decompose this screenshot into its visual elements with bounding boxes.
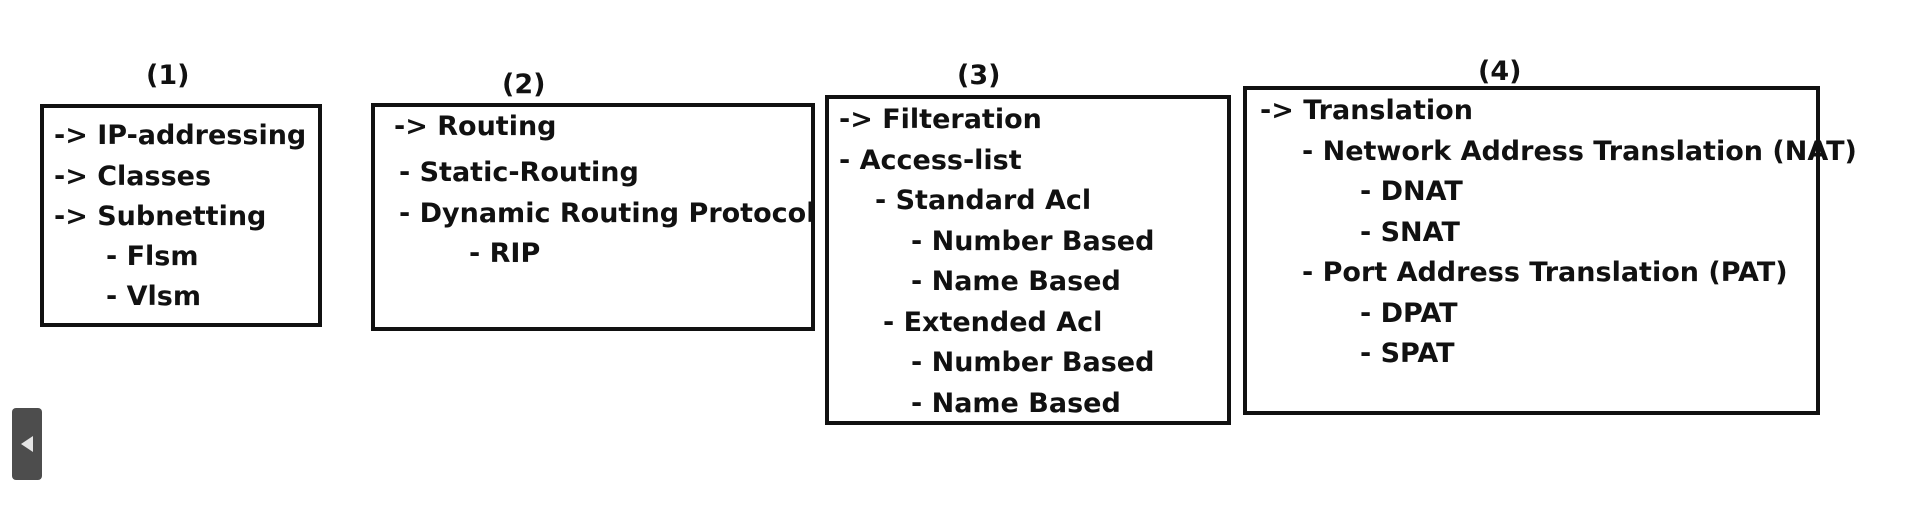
panel-3-number: (3) [957, 60, 1001, 91]
panel-2-box: -> Routing - Static-Routing - Dynamic Ro… [371, 103, 815, 331]
panel-1-box: -> IP-addressing -> Classes -> Subnettin… [40, 104, 322, 327]
panel-3-line-5: - Name Based [911, 266, 1121, 297]
panel-3-line-1: -> Filteration [839, 104, 1042, 135]
panel-1-line-4: - Flsm [106, 241, 199, 272]
panel-4-line-5: - Port Address Translation (PAT) [1302, 257, 1788, 288]
panel-3-line-6: - Extended Acl [883, 307, 1103, 338]
panel-4-line-2: - Network Address Translation (NAT) [1302, 136, 1857, 167]
panel-3-line-2: - Access-list [839, 145, 1022, 176]
panel-1-line-3: -> Subnetting [54, 201, 267, 232]
panel-4-line-3: - DNAT [1360, 176, 1463, 207]
panel-3-line-3: - Standard Acl [875, 185, 1092, 216]
panel-3-box: -> Filteration - Access-list - Standard … [825, 95, 1231, 425]
panel-1-line-2: -> Classes [54, 161, 212, 192]
panel-1-line-1: -> IP-addressing [54, 120, 307, 151]
panel-1-line-5: - Vlsm [106, 281, 201, 312]
panel-3-line-4: - Number Based [911, 226, 1155, 257]
panel-4-line-6: - DPAT [1360, 298, 1458, 329]
side-collapse-tab[interactable] [12, 408, 42, 480]
triangle-left-icon [21, 436, 33, 452]
panel-3-line-7: - Number Based [911, 347, 1155, 378]
panel-3-line-8: - Name Based [911, 388, 1121, 419]
panel-2-line-4: - RIP [469, 238, 541, 269]
panel-2-line-3: - Dynamic Routing Protocol [399, 198, 816, 229]
panel-1-number: (1) [146, 60, 190, 91]
panel-4-box: -> Translation - Network Address Transla… [1243, 86, 1857, 415]
panel-2-line-2: - Static-Routing [399, 157, 639, 188]
panel-4-line-7: - SPAT [1360, 338, 1455, 369]
panel-2-line-1: -> Routing [394, 111, 557, 142]
panel-2-number: (2) [502, 69, 546, 100]
panel-4-line-4: - SNAT [1360, 217, 1460, 248]
panel-4-line-1: -> Translation [1260, 95, 1473, 126]
panel-4-number: (4) [1478, 56, 1522, 87]
